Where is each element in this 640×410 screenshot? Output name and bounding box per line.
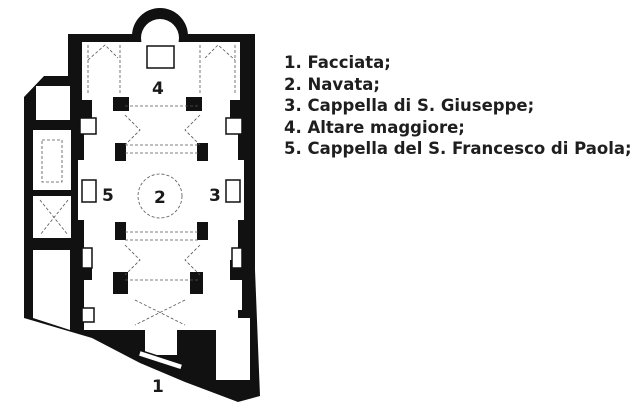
label-main-altar: 4	[152, 79, 164, 99]
room-left-2	[33, 196, 71, 238]
legend-item-chapel-giuseppe: 3. Cappella di S. Giuseppe;	[284, 96, 535, 115]
room-right-2	[216, 318, 250, 380]
legend-item-nave: 2. Navata;	[284, 74, 380, 94]
legend-item-main-altar: 4. Altare maggiore;	[284, 117, 465, 137]
label-facade: 1	[152, 377, 164, 397]
altars	[79, 45, 243, 371]
legend: 1. Facciata; 2. Navata; 3. Cappella di S…	[284, 52, 632, 160]
legend-item-chapel-francesco: 5. Cappella del S. Francesco di Paola;	[284, 139, 632, 158]
church-floor-plan: 4 2 5 3 1	[24, 8, 260, 402]
label-chapel-giuseppe: 3	[209, 186, 221, 206]
vestibule	[145, 325, 177, 355]
room-left-3	[33, 250, 70, 330]
piers	[84, 97, 238, 294]
room-left-1	[33, 130, 71, 190]
vault-lines	[39, 44, 236, 326]
label-nave: 2	[154, 188, 166, 208]
legend-item-facade: 1. Facciata;	[284, 53, 391, 72]
room-right-1	[212, 280, 242, 310]
label-chapel-francesco: 5	[102, 186, 114, 206]
room-top-left	[36, 86, 70, 120]
